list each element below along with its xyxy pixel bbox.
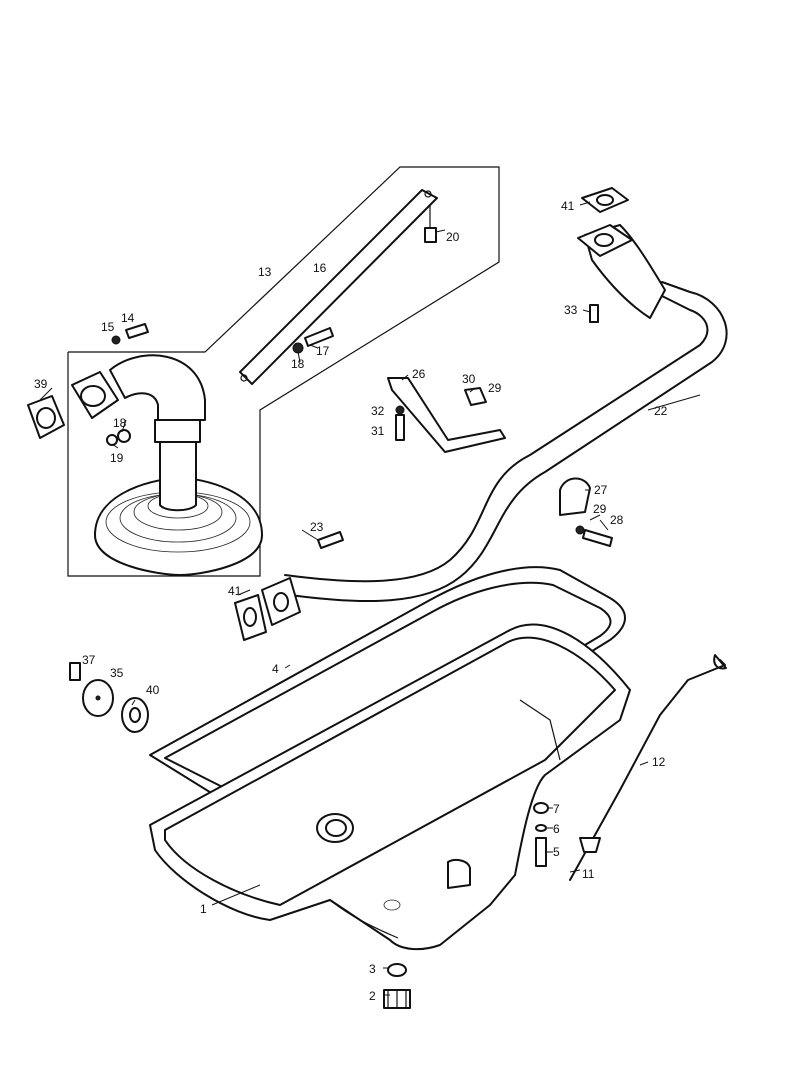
- callout-11: 11: [582, 867, 595, 881]
- callout-18a: 18: [291, 357, 305, 371]
- callout-20: 20: [446, 230, 460, 244]
- callout-40: 40: [146, 683, 160, 697]
- pan-cover-plate: [69, 662, 149, 733]
- oil-pickup-strainer: [27, 354, 263, 576]
- callout-35: 35: [110, 666, 124, 680]
- callout-labels: 1 2 3 4 5 6 7 11 12 13 14 15 16 17 18 18…: [34, 199, 668, 1003]
- callout-5: 5: [553, 845, 560, 859]
- support-strut: [239, 189, 438, 385]
- callout-33: 33: [564, 303, 578, 317]
- inset-fasteners: [106, 205, 437, 446]
- callout-27: 27: [594, 483, 608, 497]
- callout-17: 17: [316, 344, 330, 358]
- oil-pan: [149, 623, 631, 951]
- callout-4: 4: [272, 662, 279, 676]
- callout-29a: 29: [488, 381, 502, 395]
- dipstick: [569, 654, 727, 881]
- callout-6: 6: [553, 822, 560, 836]
- drain-plug: [383, 963, 411, 1009]
- callout-28: 28: [610, 513, 624, 527]
- pan-fasteners: [533, 802, 549, 867]
- callout-41a: 41: [561, 199, 575, 213]
- callout-30: 30: [462, 372, 476, 386]
- callout-19: 19: [110, 451, 124, 465]
- callout-26: 26: [412, 367, 426, 381]
- callout-12: 12: [652, 755, 666, 769]
- leader-lines: [39, 201, 701, 996]
- callout-32: 32: [371, 404, 385, 418]
- pipe-bracket: [387, 377, 506, 453]
- callout-18b: 18: [113, 416, 127, 430]
- callout-13: 13: [258, 265, 272, 279]
- callout-7: 7: [553, 802, 560, 816]
- callout-39: 39: [34, 377, 48, 391]
- pipe-clip: [559, 477, 613, 547]
- callout-2: 2: [369, 989, 376, 1003]
- pickup-inset-frame: [67, 166, 500, 577]
- callout-23: 23: [310, 520, 324, 534]
- callout-37: 37: [82, 653, 96, 667]
- callout-14: 14: [121, 311, 135, 325]
- callout-29b: 29: [593, 502, 607, 516]
- oil-delivery-pipe: [234, 187, 728, 641]
- callout-15: 15: [101, 320, 115, 334]
- callout-1: 1: [200, 902, 207, 916]
- callout-41b: 41: [228, 584, 242, 598]
- callout-3: 3: [369, 962, 376, 976]
- callout-16: 16: [313, 261, 327, 275]
- callout-22: 22: [654, 404, 668, 418]
- callout-31: 31: [371, 424, 385, 438]
